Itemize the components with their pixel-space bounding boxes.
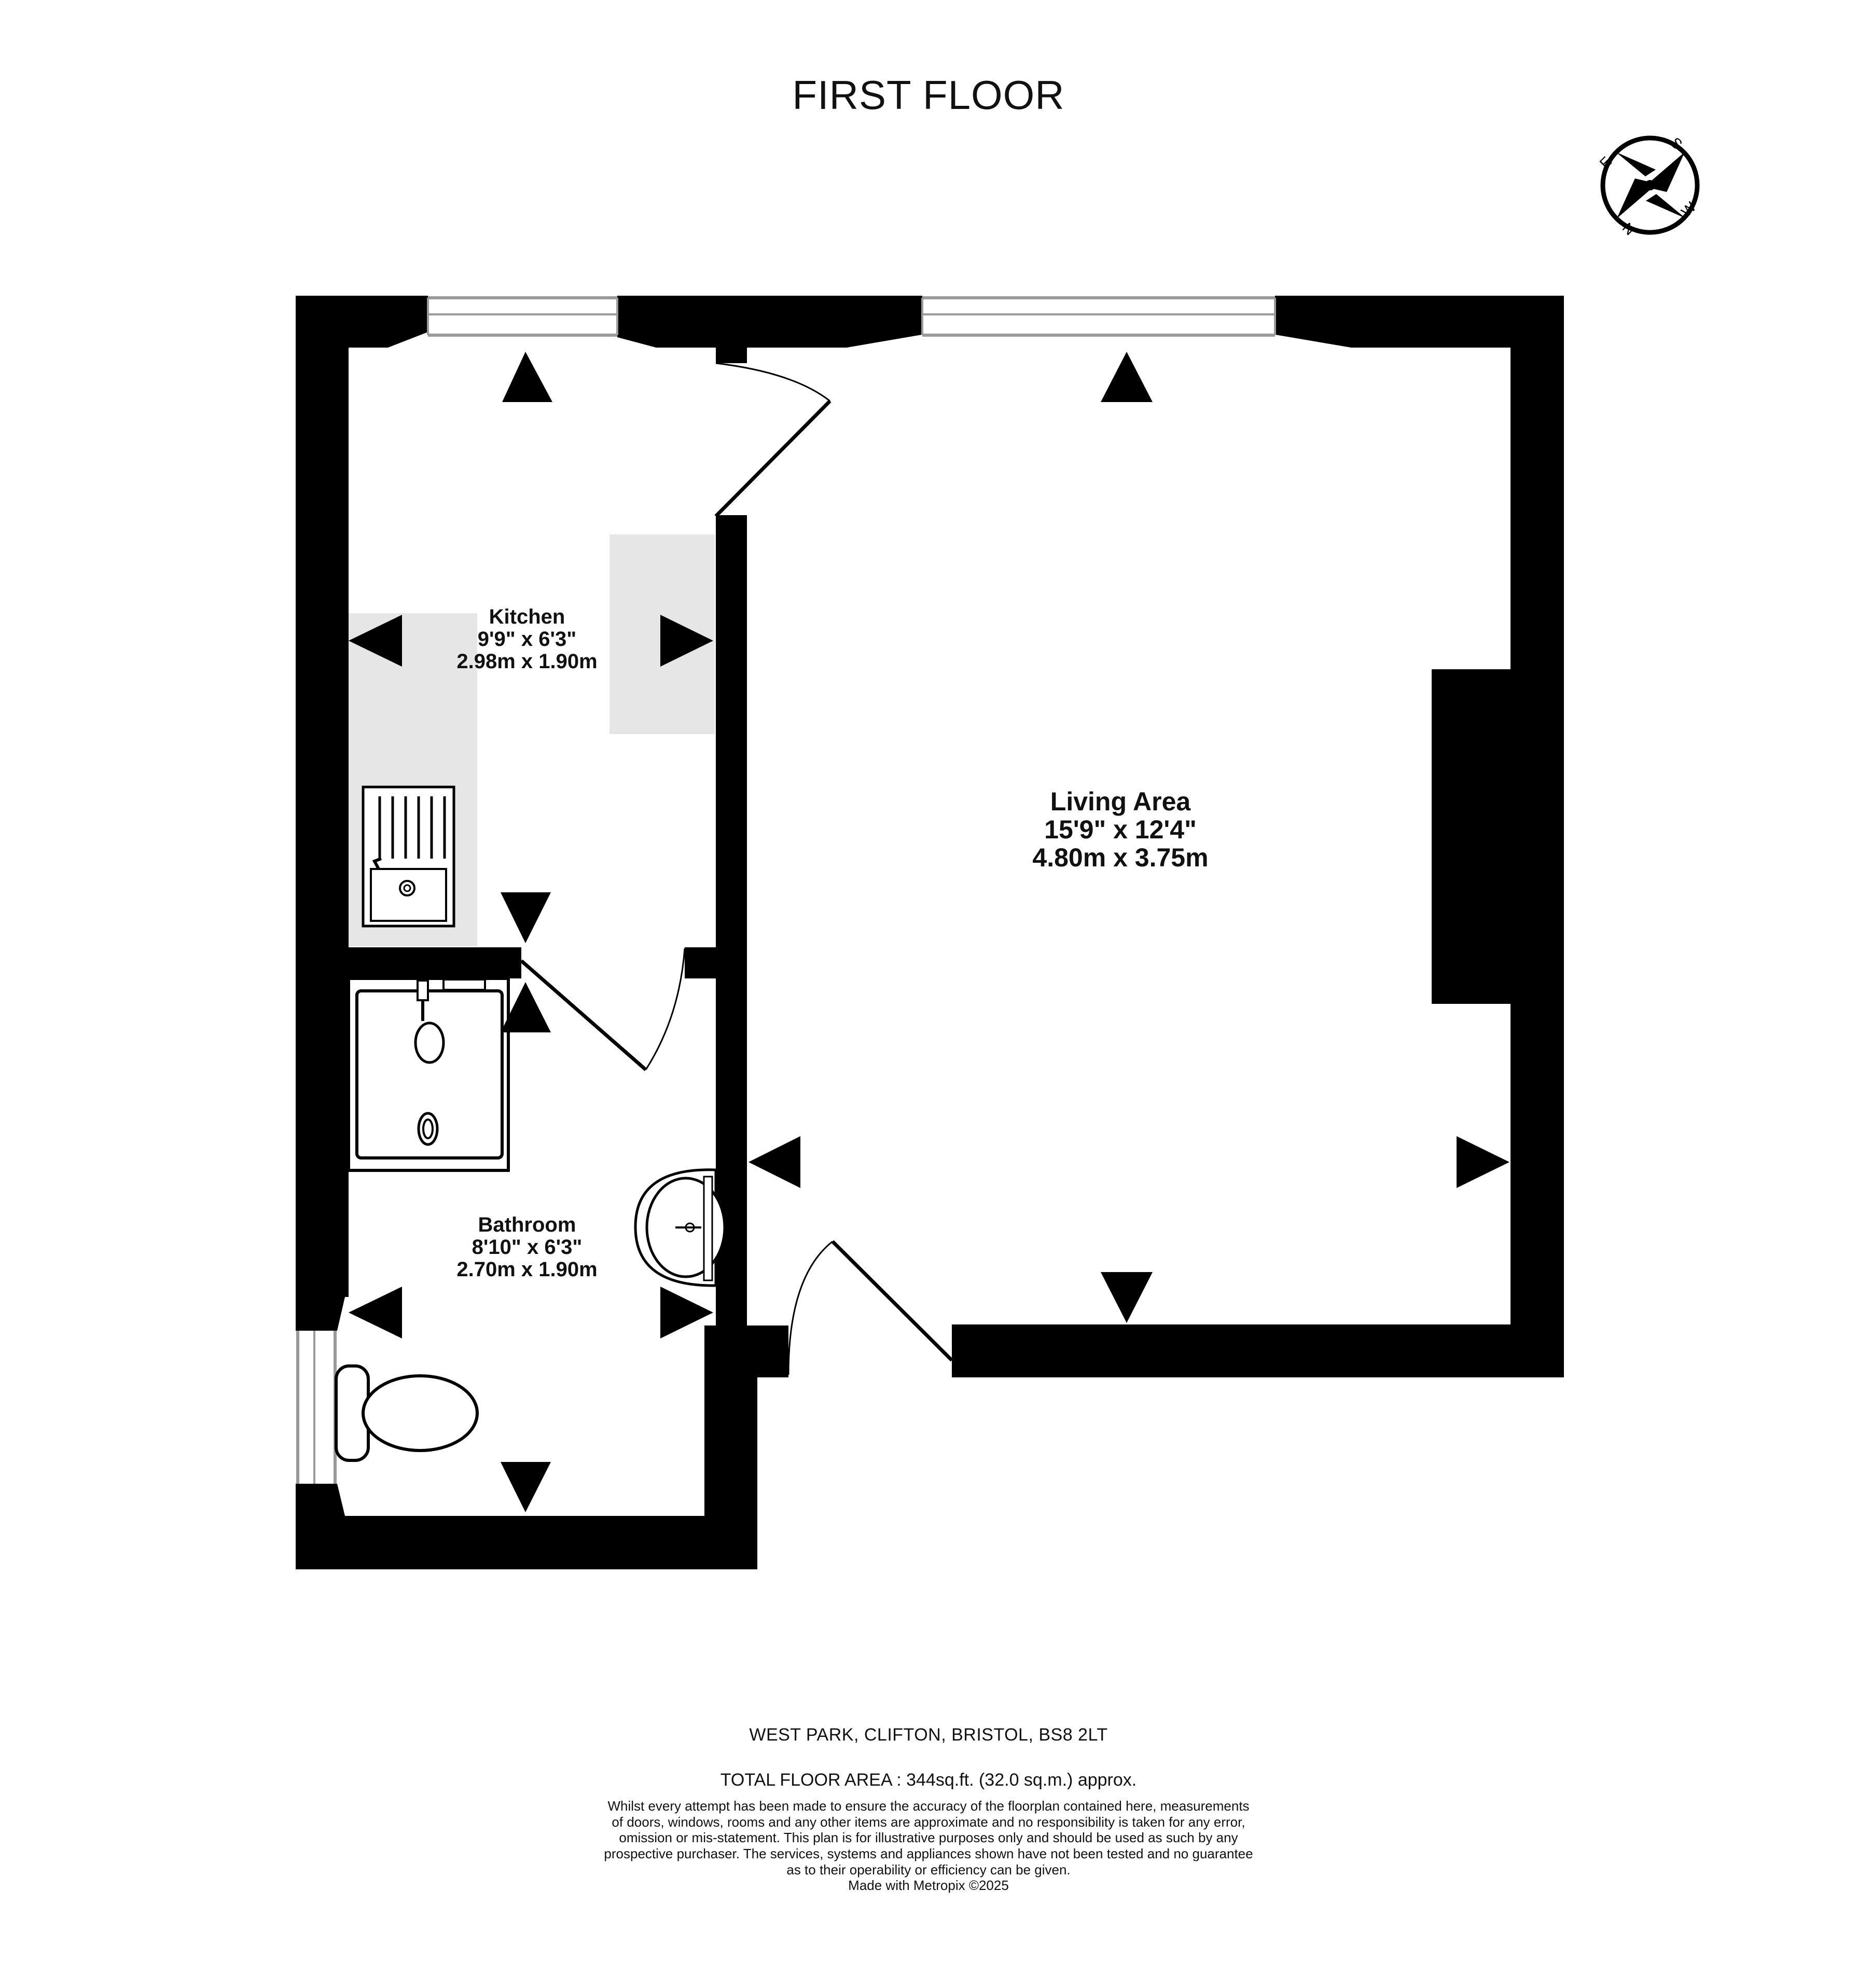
marker-living-bottom [1101,1272,1153,1323]
bathroom-name: Bathroom [478,1213,576,1236]
living-window [921,296,1276,337]
drainer-ribs [378,796,446,859]
marker-bath-top [501,982,551,1032]
wall-top-left [296,296,388,348]
walls [296,296,1564,1569]
living-door-bottom [787,1240,953,1375]
bathroom-window [296,1331,337,1484]
wall-top-mid-stub [716,342,747,363]
wall-top-mid [656,296,847,348]
wall-right [1510,296,1564,1377]
marker-bath-left [349,1287,402,1338]
marker-kitchen-bottom [501,892,551,943]
marker-kitchen-left [349,615,402,667]
kitchen-label: Kitchen 9'9" x 6'3" 2.98m x 1.90m [423,605,631,673]
wall-left-lower-reveal [296,1297,345,1331]
wall-left-lower-reveal-b [296,1484,345,1516]
kitchen-metric: 2.98m x 1.90m [456,650,598,673]
bathroom-metric: 2.70m x 1.90m [456,1258,598,1281]
wall-bath-bottom [296,1516,757,1569]
marker-bath-bottom [501,1462,551,1512]
living-name: Living Area [1050,787,1191,816]
living-door-top [714,362,832,518]
living-label: Living Area 15'9" x 12'4" 4.80m x 3.75m [939,788,1302,872]
marker-living-left [749,1136,800,1188]
living-imperial: 15'9" x 12'4" [1044,815,1197,844]
marker-bath-right [660,1287,713,1338]
disclaimer-line: as to their operability or efficiency ca… [786,1861,1071,1877]
marker-living-top [1101,352,1153,402]
shower-tray [347,977,510,1172]
doors [520,362,953,1375]
disclaimer-line: of doors, windows, rooms and any other i… [612,1814,1245,1830]
credit: Made with Metropix ©2025 [848,1877,1009,1894]
kitchen-name: Kitchen [489,605,565,628]
wall-partition-stub [685,947,747,978]
bathroom-label: Bathroom 8'10" x 6'3" 2.70m x 1.90m [423,1213,631,1281]
marker-kitchen-right [660,615,713,667]
toilet [335,1364,479,1462]
wall-lobby-stub [747,1326,788,1377]
disclaimer: Whilst every attempt has been made to en… [565,1798,1292,1894]
wall-top-right-reveal [1275,296,1351,348]
kitchen-imperial: 9'9" x 6'3" [477,628,577,651]
bathroom-door [520,948,686,1071]
wall-kitchen-bath [296,947,521,978]
wall-left-upper [296,296,349,1297]
living-metric: 4.80m x 3.75m [1032,843,1209,872]
kitchen-sink [362,785,455,928]
wall-partition-lower [716,975,747,1326]
marker-kitchen-top [502,352,552,402]
wall-living-bottom [952,1324,1564,1377]
wall-partition-upper [716,515,747,947]
property-address: WEST PARK, CLIFTON, BRISTOL, BS8 2LT [749,1725,1108,1745]
wall-top-mid-reveal-a [617,296,656,348]
total-floor-area: TOTAL FLOOR AREA : 344sq.ft. (32.0 sq.m.… [720,1770,1137,1790]
chimney-breast [1432,669,1512,1004]
marker-living-right [1457,1136,1509,1188]
disclaimer-line: omission or mis-statement. This plan is … [619,1830,1238,1846]
disclaimer-line: Whilst every attempt has been made to en… [607,1798,1250,1814]
view-markers [349,352,1509,1512]
bathroom-imperial: 8'10" x 6'3" [472,1236,583,1259]
floor-title: FIRST FLOOR [792,72,1065,118]
wash-basin [634,1168,726,1287]
compass-icon: S W N E [1597,134,1700,238]
wall-top-mid-reveal-b [847,296,922,348]
wall-top-left-reveal [388,296,428,348]
kitchen-window [427,296,618,337]
disclaimer-line: prospective purchaser. The services, sys… [604,1846,1253,1862]
